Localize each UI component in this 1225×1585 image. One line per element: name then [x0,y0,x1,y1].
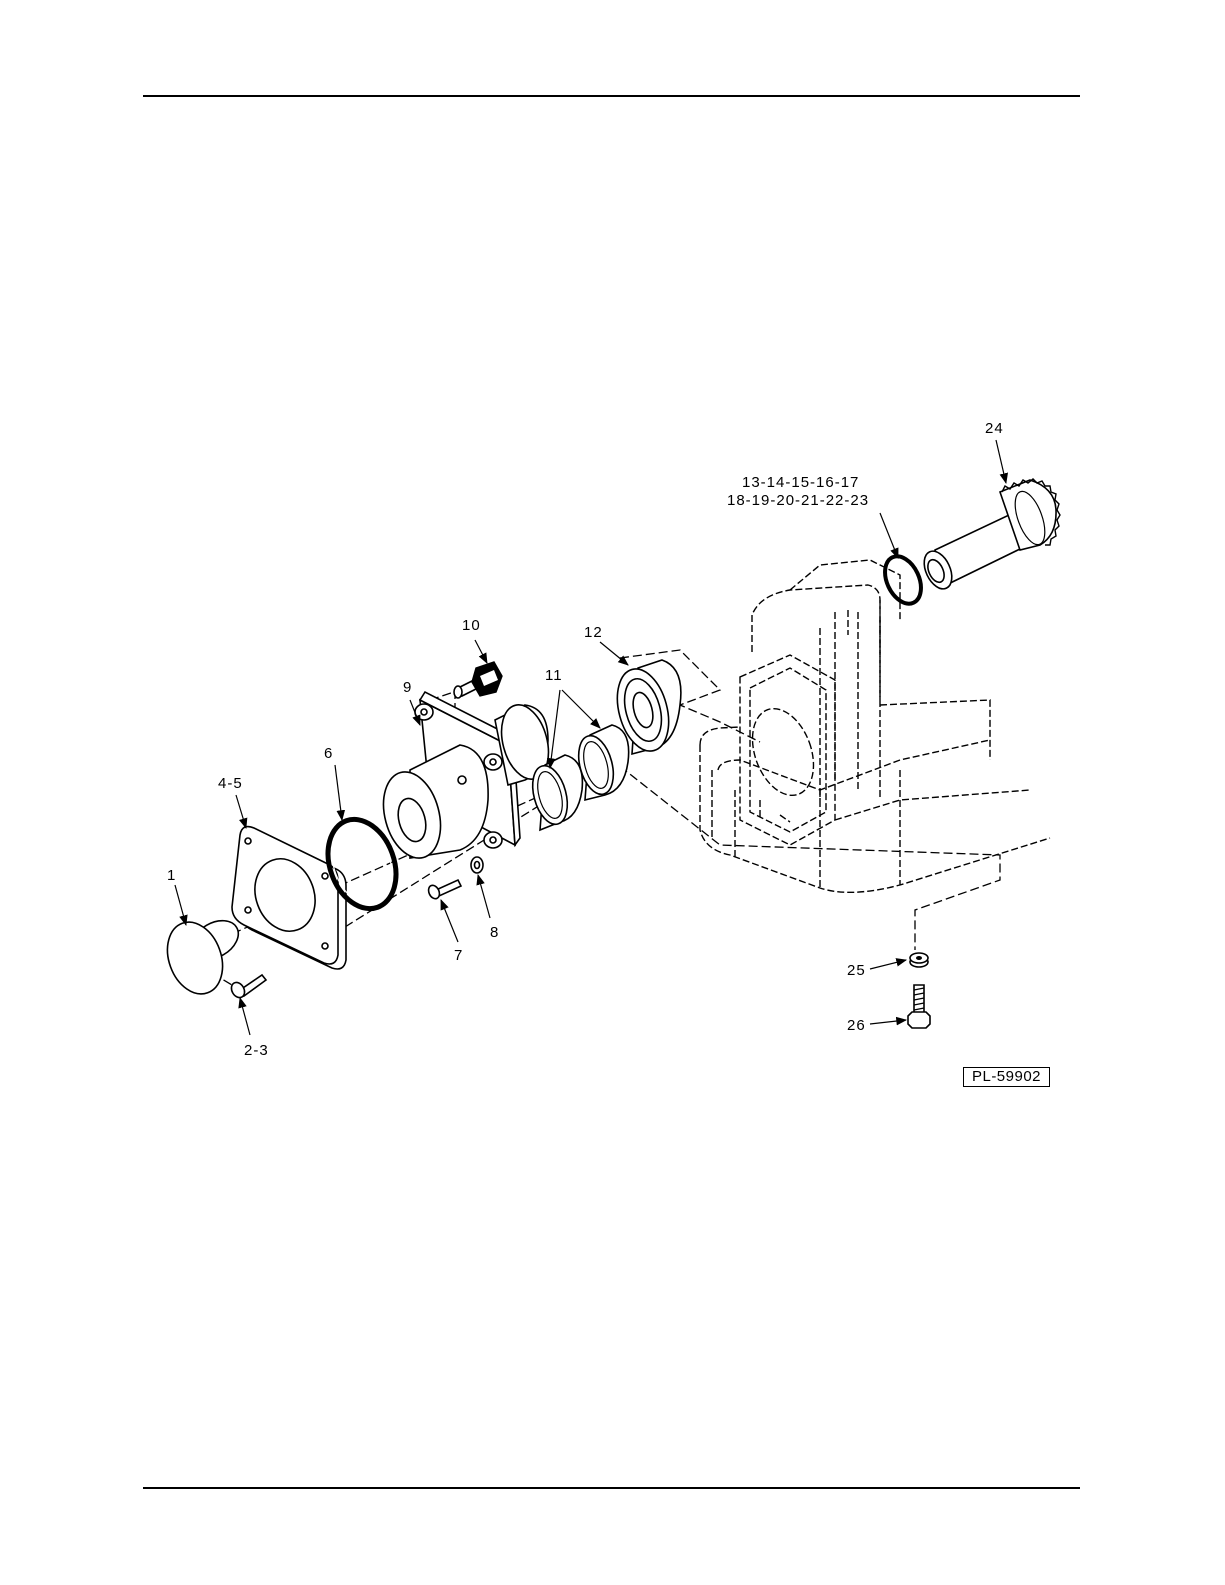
label-part-24: 24 [985,420,1004,437]
label-part-12: 12 [584,624,603,641]
part-7-screw [427,880,461,900]
part-9-bearing-housing [375,692,557,864]
part-25-washer [910,953,928,967]
part-2-3-screw [229,975,266,1000]
part-8-washer [471,857,483,873]
part-10-breather-fitting [454,662,502,698]
label-part-9: 9 [403,679,412,696]
part-24-gear-shaft [919,479,1060,593]
label-part-26: 26 [847,1017,866,1034]
label-part-8: 8 [490,924,499,941]
label-part-1: 1 [167,867,176,884]
label-part-7: 7 [454,947,463,964]
figure-id: PL-59902 [963,1067,1050,1087]
label-part-2-3: 2-3 [244,1042,269,1059]
housing-outline [700,560,1050,892]
label-part-10: 10 [462,617,481,634]
label-part-18-23: 18-19-20-21-22-23 [727,492,869,509]
part-13-23-shim-ring [878,551,928,610]
label-part-13-17: 13-14-15-16-17 [742,474,859,491]
label-part-25: 25 [847,962,866,979]
label-part-6: 6 [324,745,333,762]
label-part-4-5: 4-5 [218,775,243,792]
label-part-11: 11 [545,667,563,684]
part-26-hex-bolt [908,985,930,1028]
